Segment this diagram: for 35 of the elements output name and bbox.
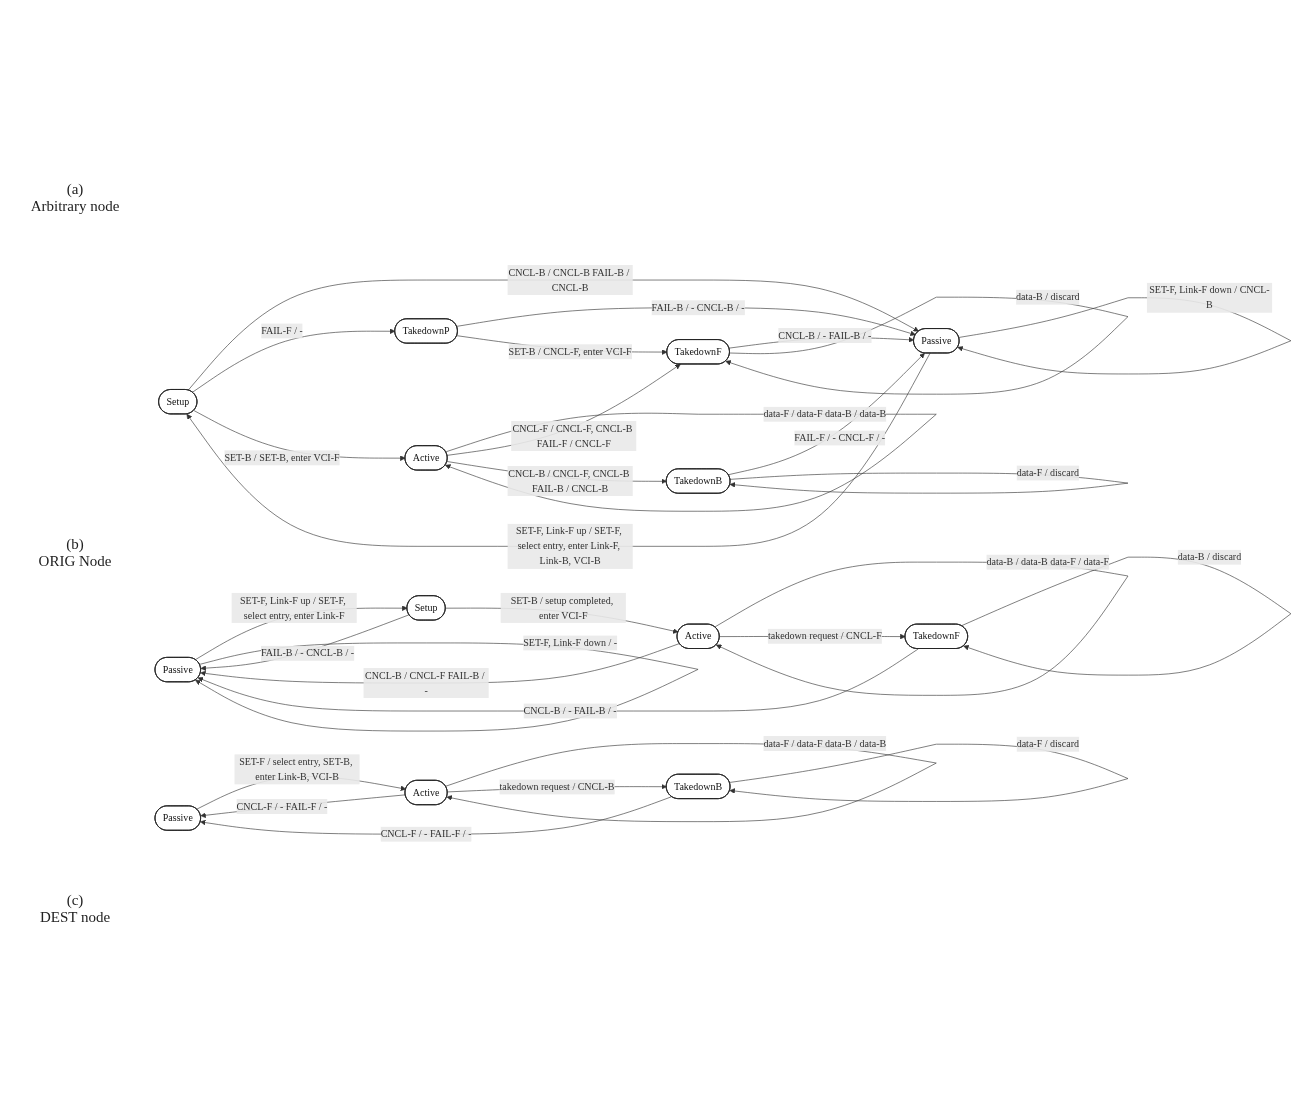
edge-label: data-F / data-F data-B / data-B [763, 408, 887, 420]
edge-label: data-F / data-F data-B / data-B [763, 738, 887, 749]
panel-letter: (b) [65, 536, 85, 554]
edge-label: takedown request / CNCL-F [767, 630, 882, 642]
edge-label: SET-B / SET-B, enter VCI-F [224, 452, 340, 464]
edge-label: CNCL-B / CNCL-B FAIL-B / CNCL-B [508, 267, 630, 293]
panel-caption: ORIG Node [37, 553, 113, 571]
edge-label: SET-B / CNCL-F, enter VCI-F [508, 346, 632, 357]
panel-caption: DEST node [38, 909, 112, 927]
edge-label: CNCL-B / - FAIL-B / - [523, 705, 617, 717]
edge-label: CNCL-F / - FAIL-F / - [380, 828, 472, 840]
edge-label: SET-F, Link-F down / CNCL-B [1149, 284, 1270, 311]
edge-label: SET-F / select entry, SET-B, enter Link-B, VCI-B [239, 756, 353, 783]
edge-label: data-F / discard [1016, 467, 1079, 479]
edge-label: SET-F, Link-F up / SET-F, select entry, enter Link-F [240, 594, 346, 621]
edge-label: takedown request / CNCL-B [499, 781, 615, 793]
edge-label: data-B / data-B data-F / data-F [986, 556, 1110, 568]
edge-label: FAIL-B / - CNCL-B / - [651, 302, 745, 313]
panel-letter: (c) [65, 892, 85, 910]
edge-label: SET-F, Link-F down / - [523, 637, 618, 649]
edge-label: CNCL-B / CNCL-F FAIL-B / - [365, 670, 485, 696]
edge-label: SET-F, Link-F up / SET-F, select entry, enter Link-F, Link-B, VCI-B [516, 525, 622, 567]
edge-label: FAIL-F / - [261, 325, 303, 337]
panel-letter: (a) [65, 180, 85, 198]
panel-caption: Arbitrary node [29, 197, 121, 215]
edge-label: CNCL-B / CNCL-F, CNCL-B FAIL-B / CNCL-B [508, 468, 630, 494]
edge-label: SET-B / setup completed, enter VCI-F [510, 594, 614, 621]
edge-label: CNCL-F / CNCL-F, CNCL-B FAIL-F / CNCL-F [512, 422, 633, 449]
edge-label: CNCL-B / - FAIL-B / - [778, 329, 872, 341]
edge-label: CNCL-F / - FAIL-F / - [236, 800, 328, 812]
edge-label: FAIL-F / - CNCL-F / - [794, 432, 886, 444]
edge-label: data-B / discard [1016, 291, 1080, 303]
edge-label: data-F / discard [1016, 738, 1079, 750]
edge-label: data-B / discard [1177, 551, 1242, 563]
edge-label: FAIL-B / - CNCL-B / - [260, 647, 355, 659]
